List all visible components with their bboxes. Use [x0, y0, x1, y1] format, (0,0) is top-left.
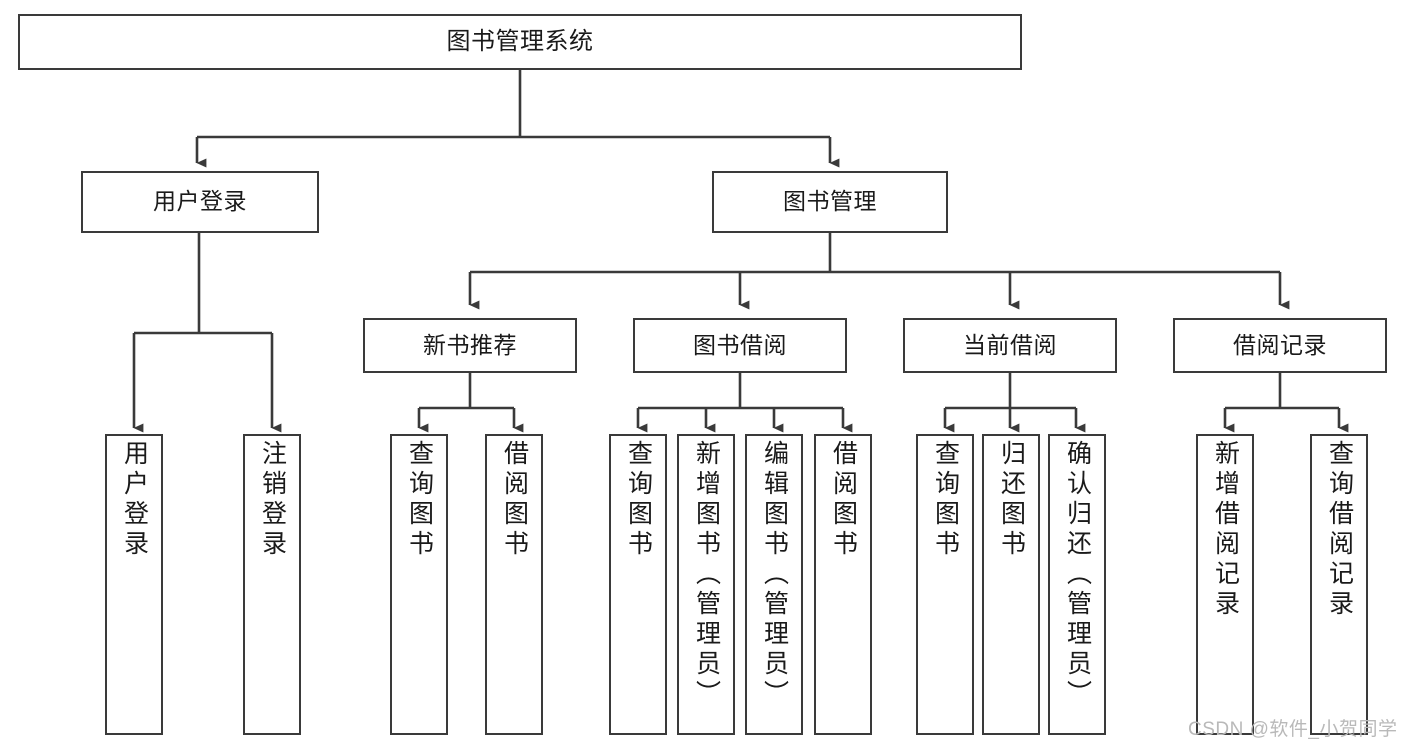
leaf-borrow-book-new-recommend[interactable]: 借阅图书 — [485, 434, 543, 735]
node-label: 查询图书 — [624, 440, 653, 560]
leaf-query-borrow-record[interactable]: 查询借阅记录 — [1310, 434, 1368, 735]
leaf-add-book-admin[interactable]: 新增图书（管理员） — [677, 434, 735, 735]
node-root-book-management-system[interactable]: 图书管理系统 — [18, 14, 1022, 70]
node-label: 查询借阅记录 — [1325, 440, 1354, 620]
node-label: 查询图书 — [405, 440, 434, 560]
leaf-return-book[interactable]: 归还图书 — [982, 434, 1040, 735]
leaf-query-book-borrow[interactable]: 查询图书 — [609, 434, 667, 735]
node-label: 图书借阅 — [693, 331, 787, 358]
node-label: 用户登录 — [120, 440, 149, 560]
node-label: 新增借阅记录 — [1211, 440, 1240, 620]
node-new-book-recommend[interactable]: 新书推荐 — [363, 318, 577, 373]
node-label: 借阅图书 — [829, 440, 858, 560]
leaf-query-book-new-recommend[interactable]: 查询图书 — [390, 434, 448, 735]
node-book-borrow[interactable]: 图书借阅 — [633, 318, 847, 373]
node-label: 图书管理系统 — [446, 27, 594, 55]
leaf-confirm-return-admin[interactable]: 确认归还（管理员） — [1048, 434, 1106, 735]
node-label: 当前借阅 — [963, 331, 1057, 358]
leaf-query-book-current[interactable]: 查询图书 — [916, 434, 974, 735]
leaf-add-borrow-record[interactable]: 新增借阅记录 — [1196, 434, 1254, 735]
node-label: 新增图书（管理员） — [692, 440, 721, 710]
node-label: 借阅图书 — [500, 440, 529, 560]
node-user-login[interactable]: 用户登录 — [81, 171, 319, 233]
node-label: 图书管理 — [783, 188, 877, 215]
node-book-management[interactable]: 图书管理 — [712, 171, 948, 233]
leaf-borrow-book-borrow[interactable]: 借阅图书 — [814, 434, 872, 735]
leaf-edit-book-admin[interactable]: 编辑图书（管理员） — [745, 434, 803, 735]
node-label: 归还图书 — [997, 440, 1026, 560]
node-label: 借阅记录 — [1233, 331, 1327, 358]
node-borrow-record[interactable]: 借阅记录 — [1173, 318, 1387, 373]
node-label: 查询图书 — [931, 440, 960, 560]
node-label: 新书推荐 — [423, 331, 517, 358]
leaf-logout-login[interactable]: 注销登录 — [243, 434, 301, 735]
node-label: 注销登录 — [258, 440, 287, 560]
leaf-user-login[interactable]: 用户登录 — [105, 434, 163, 735]
node-label: 编辑图书（管理员） — [760, 440, 789, 710]
node-current-borrow[interactable]: 当前借阅 — [903, 318, 1117, 373]
node-label: 确认归还（管理员） — [1063, 440, 1092, 710]
node-label: 用户登录 — [153, 188, 247, 215]
